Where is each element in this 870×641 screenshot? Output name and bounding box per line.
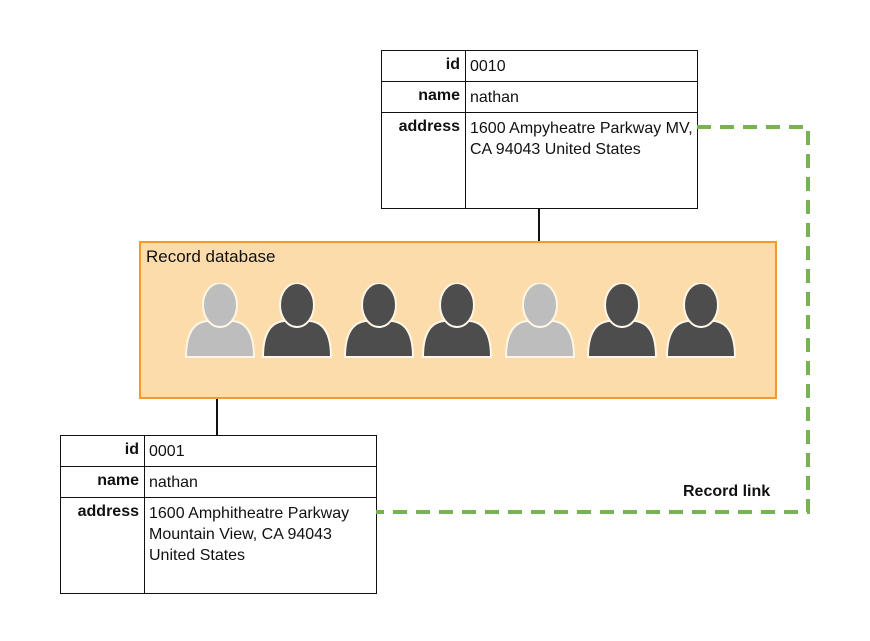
person-icon [262, 283, 332, 361]
record-card-bottom: id 0001 name nathan address 1600 Amphith… [60, 435, 377, 594]
id-label: id [60, 435, 145, 467]
address-value: 1600 Amphitheatre Parkway Mountain View,… [144, 497, 377, 594]
record-card-top: id 0010 name nathan address 1600 Ampyhea… [381, 50, 698, 209]
record-database: Record database [139, 241, 777, 399]
person-icon [185, 283, 255, 361]
person-icon [344, 283, 414, 361]
person-icon [666, 283, 736, 361]
name-value: nathan [144, 466, 377, 498]
address-label: address [381, 112, 466, 209]
name-label: name [381, 81, 466, 113]
name-label: name [60, 466, 145, 498]
name-value: nathan [465, 81, 698, 113]
id-label: id [381, 50, 466, 82]
person-icon [587, 283, 657, 361]
id-value: 0001 [144, 435, 377, 467]
address-label: address [60, 497, 145, 594]
person-icon [505, 283, 575, 361]
record-link-label: Record link [683, 483, 771, 500]
address-value: 1600 Ampyheatre Parkway MV, CA 94043 Uni… [465, 112, 698, 209]
id-value: 0010 [465, 50, 698, 82]
person-icon [422, 283, 492, 361]
record-database-title: Record database [146, 247, 276, 266]
